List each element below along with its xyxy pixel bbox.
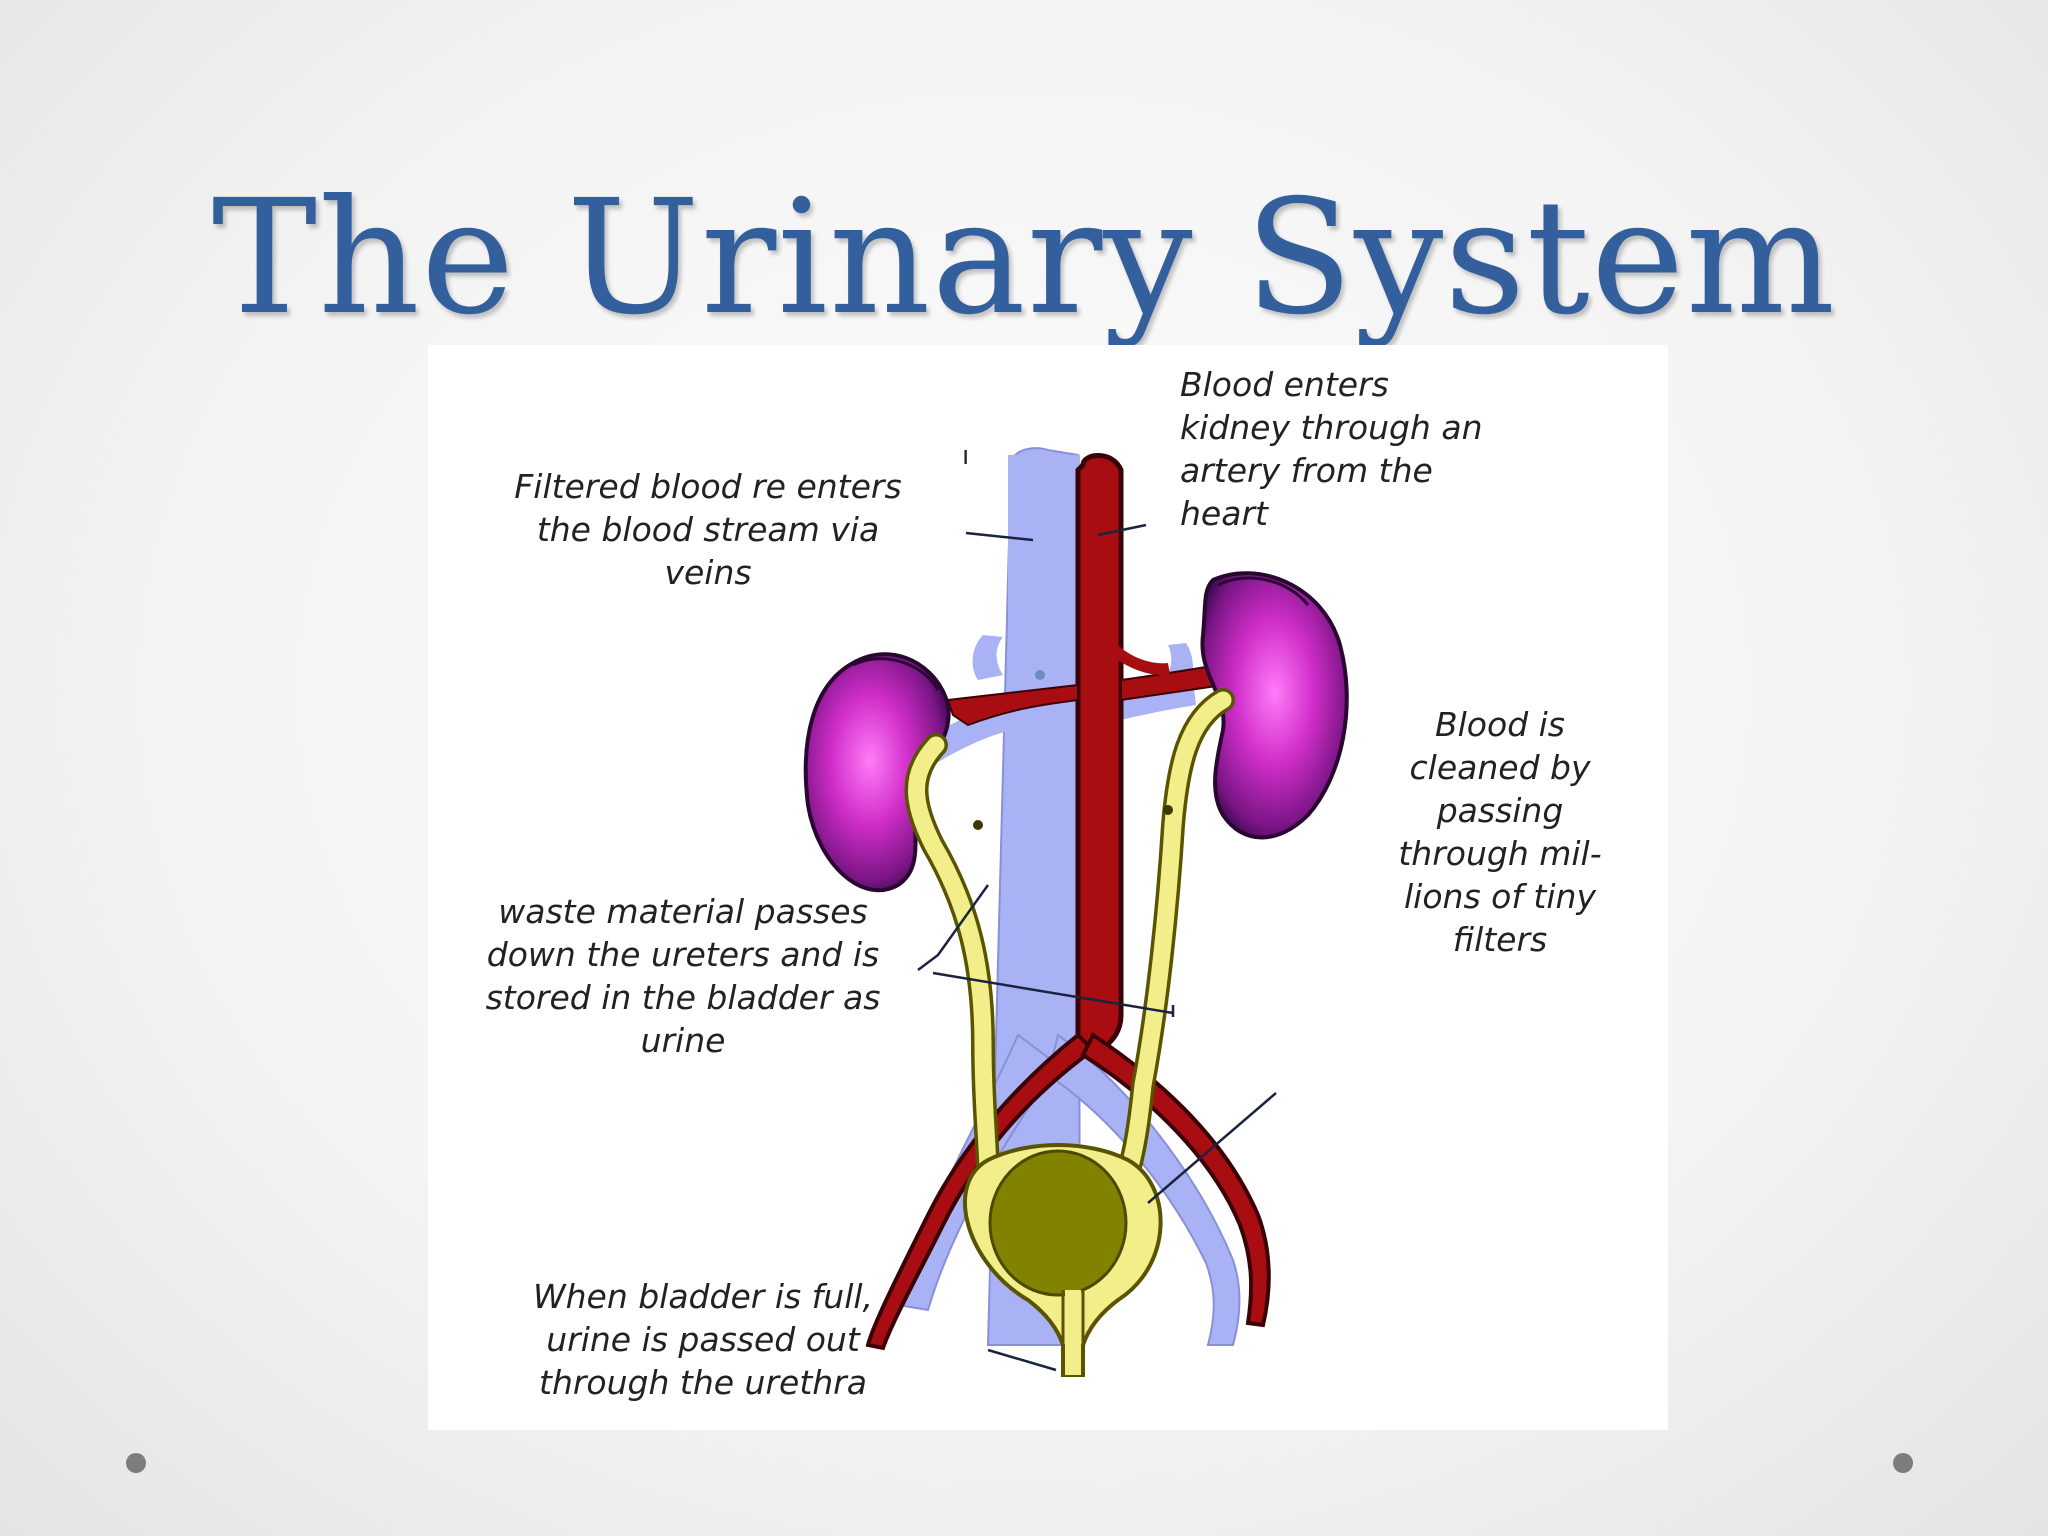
right-kidney bbox=[1200, 571, 1349, 840]
ureters-label: waste material passes down the ureters a… bbox=[485, 892, 881, 1060]
slide-title: The Urinary System bbox=[211, 166, 1837, 350]
left-kidney bbox=[803, 652, 951, 893]
filters-label: Blood is cleaned by passing through mil-… bbox=[1398, 705, 1602, 959]
leader-lines bbox=[917, 523, 1277, 1372]
aorta bbox=[865, 453, 1271, 1351]
urinary-system-diagram: ı Filtered blood re enters the blood str… bbox=[428, 345, 1668, 1430]
stray-tick-mark: ı bbox=[962, 441, 970, 471]
veins-label: Filtered blood re enters the blood strea… bbox=[514, 467, 902, 592]
urinary-diagram-art bbox=[803, 447, 1349, 1377]
urethra-label: When bladder is full, urine is passed ou… bbox=[532, 1277, 874, 1402]
ureters bbox=[904, 688, 1235, 1187]
artery-label: Blood enters kidney through an artery fr… bbox=[1180, 365, 1483, 533]
bladder bbox=[963, 1143, 1163, 1377]
slide-bullet-left bbox=[126, 1453, 146, 1473]
slide-bullet-right bbox=[1893, 1453, 1913, 1473]
